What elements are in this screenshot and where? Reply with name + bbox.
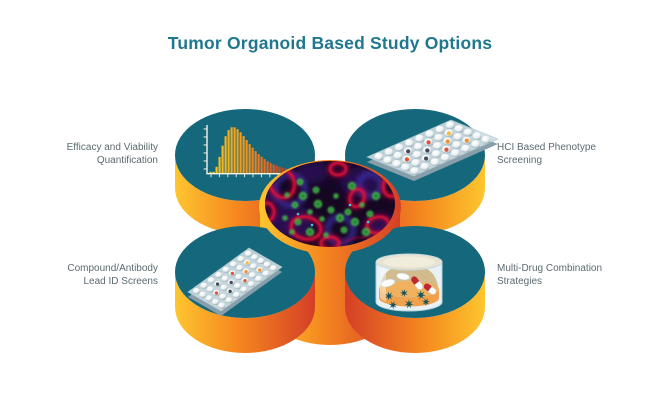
culture-dish-icon xyxy=(375,253,443,312)
label-compound-antibody: Compound/Antibody Lead ID Screens xyxy=(67,263,158,287)
microplate-icon xyxy=(187,247,283,316)
label-efficacy-viability: Efficacy and Viability Quantification xyxy=(66,142,158,166)
label-hci-phenotype: HCI Based Phenotype Screening xyxy=(497,142,596,166)
page-title: Tumor Organoid Based Study Options xyxy=(167,33,493,53)
label-multi-drug: Multi-Drug Combination Strategies xyxy=(497,263,603,287)
microplate-icon xyxy=(366,119,499,181)
